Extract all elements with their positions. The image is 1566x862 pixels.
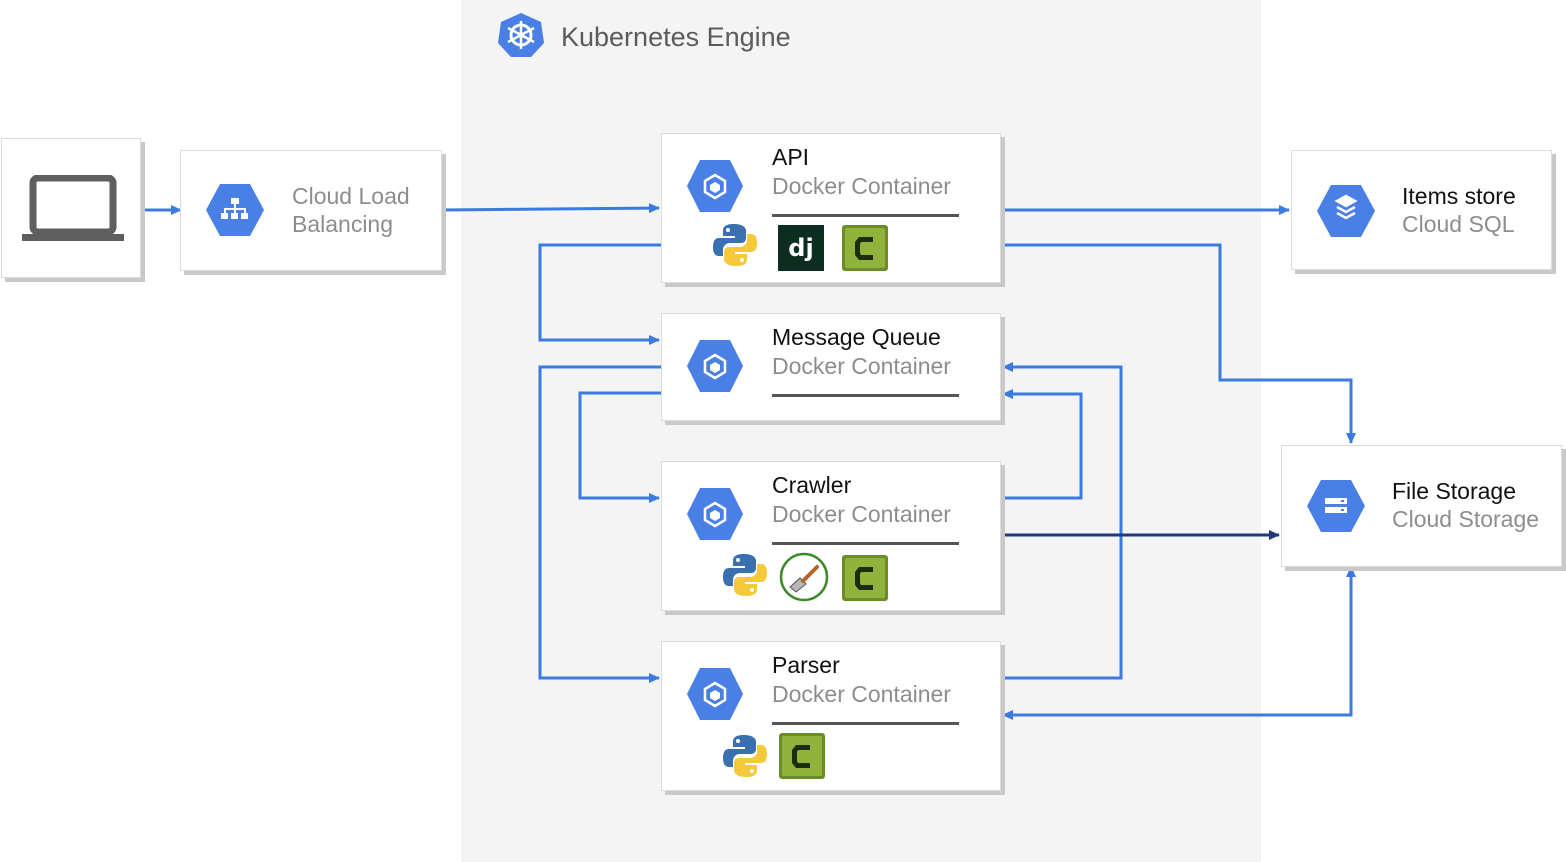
parser-container-card: Parser Docker Container (661, 641, 1001, 791)
items-store-title: Items store (1402, 183, 1516, 209)
svg-text:dj: dj (788, 234, 813, 262)
django-logo: dj (778, 225, 824, 271)
client-laptop-card (1, 138, 141, 278)
parser-title: Parser (772, 652, 840, 678)
kubernetes-helm-icon (497, 12, 545, 63)
api-container-card: API Docker Container dj (661, 133, 1001, 283)
python-logo (722, 552, 768, 598)
celery-logo (842, 555, 888, 601)
crawler-divider (772, 542, 959, 545)
load-balancer-card: Cloud Load Balancing (180, 150, 442, 271)
python-logo (722, 733, 768, 779)
file-storage-card: File Storage Cloud Storage (1281, 445, 1562, 567)
message-queue-title: Message Queue (772, 324, 941, 350)
celery-logo (842, 225, 888, 271)
parser-divider (772, 722, 959, 725)
load-balancer-label-line1: Cloud Load (292, 183, 410, 209)
message-queue-divider (772, 394, 959, 397)
container-engine-icon (686, 159, 744, 213)
crawler-title: Crawler (772, 472, 852, 498)
python-logo (712, 222, 758, 268)
arrow-queue-to-parser (538, 365, 661, 683)
load-balancer-label-line2: Balancing (292, 211, 394, 237)
load-balancing-icon (205, 182, 265, 238)
items-store-subtitle: Cloud SQL (1402, 211, 1515, 237)
laptop-icon (22, 175, 124, 243)
file-storage-title: File Storage (1392, 478, 1517, 504)
cloud-sql-icon (1316, 183, 1376, 239)
kubernetes-engine-header: Kubernetes Engine (497, 12, 791, 63)
arrow-file-storage-to-parser (1002, 567, 1353, 720)
arrow-api-to-message-queue (538, 243, 661, 345)
api-title: API (772, 144, 810, 170)
scrapy-logo (779, 552, 829, 602)
file-storage-subtitle: Cloud Storage (1392, 506, 1540, 532)
arrow-queue-to-crawler (578, 391, 661, 503)
kubernetes-engine-title: Kubernetes Engine (561, 21, 791, 52)
container-engine-icon (686, 339, 744, 393)
arrow-lb-to-api (441, 203, 660, 214)
message-queue-subtitle: Docker Container (772, 353, 951, 379)
api-divider (772, 214, 959, 217)
crawler-subtitle: Docker Container (772, 501, 951, 527)
crawler-container-card: Crawler Docker Container (661, 461, 1001, 611)
arrow-crawler-to-queue (1001, 389, 1083, 500)
items-store-card: Items store Cloud SQL (1291, 150, 1552, 270)
arrow-parser-to-queue (1001, 362, 1123, 680)
container-engine-icon (686, 667, 744, 721)
container-engine-icon (686, 487, 744, 541)
message-queue-container-card: Message Queue Docker Container (661, 313, 1001, 421)
arrow-api-to-file-storage (1001, 243, 1356, 444)
api-subtitle: Docker Container (772, 173, 951, 199)
parser-subtitle: Docker Container (772, 681, 951, 707)
cloud-storage-icon (1306, 478, 1366, 534)
celery-logo (779, 733, 825, 779)
